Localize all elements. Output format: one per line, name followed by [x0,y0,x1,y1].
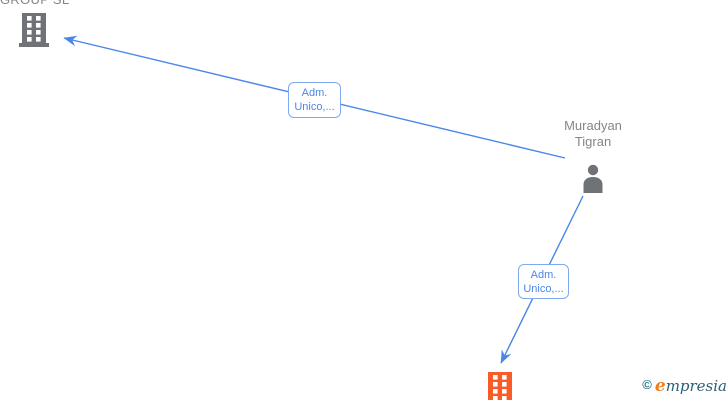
edge-label-adm-unico-top[interactable]: Adm. Unico,... [288,82,341,118]
building-icon[interactable] [485,372,515,400]
person-name-label: Muradyan Tigran [554,118,632,150]
edge-label-adm-unico-bottom[interactable]: Adm. Unico,... [518,264,569,299]
person-name-line1: Muradyan [564,118,622,133]
brand-name: mpresia [665,377,727,395]
copyright-icon: © [642,377,652,392]
edge-label-line1: Adm. [301,87,328,99]
person-name-line2: Tigran [574,134,612,149]
edge-label-line2: Unico,... [523,283,564,295]
company-top-label: GROUP SL [0,0,69,8]
building-icon[interactable] [19,13,49,47]
empresia-logo[interactable]: ©empresia [642,376,727,396]
edge-label-line1: Adm. [530,269,557,281]
brand-initial: e [654,376,666,396]
person-icon[interactable] [580,163,606,193]
edge-label-line2: Unico,... [294,101,335,113]
